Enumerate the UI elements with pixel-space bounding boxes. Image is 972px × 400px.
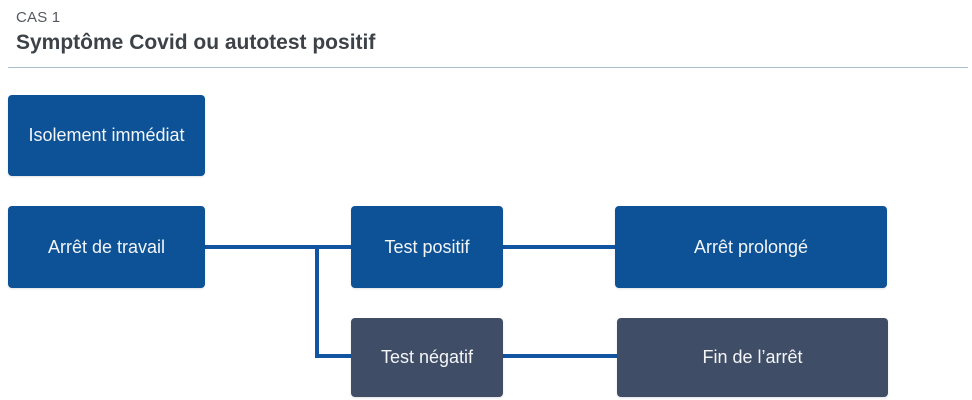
node-label: Arrêt prolongé — [693, 236, 809, 257]
page-title: Symptôme Covid ou autotest positif — [16, 31, 376, 54]
connector-test-negatif-to-fin-arret — [503, 354, 617, 358]
node-label: Fin de l’arrêt — [702, 347, 803, 367]
node-label: Test positif — [384, 236, 470, 257]
header: CAS 1 Symptôme Covid ou autotest positif — [16, 8, 968, 56]
node-test-negatif: Test négatif — [351, 318, 503, 397]
node-fin-de-l-arret: Fin de l’arrêt — [617, 318, 888, 397]
node-arret-de-travail: Arrêt de travail — [8, 206, 205, 288]
connector-branch-to-test-negatif — [315, 354, 351, 358]
case-label: CAS 1 — [16, 9, 61, 26]
connector-test-positif-to-arret-prolonge — [503, 245, 615, 249]
node-label: Test négatif — [380, 347, 474, 367]
node-test-positif: Test positif — [351, 206, 503, 288]
connector-branch-vertical — [315, 245, 319, 358]
node-isolement-immediat: Isolement immédiat — [8, 95, 205, 176]
header-divider — [8, 67, 968, 68]
node-label: Isolement immédiat — [28, 125, 185, 145]
connector-arret-travail-to-branch — [205, 245, 351, 249]
node-label: Arrêt de travail — [47, 236, 166, 257]
node-arret-prolonge: Arrêt prolongé — [615, 206, 887, 288]
